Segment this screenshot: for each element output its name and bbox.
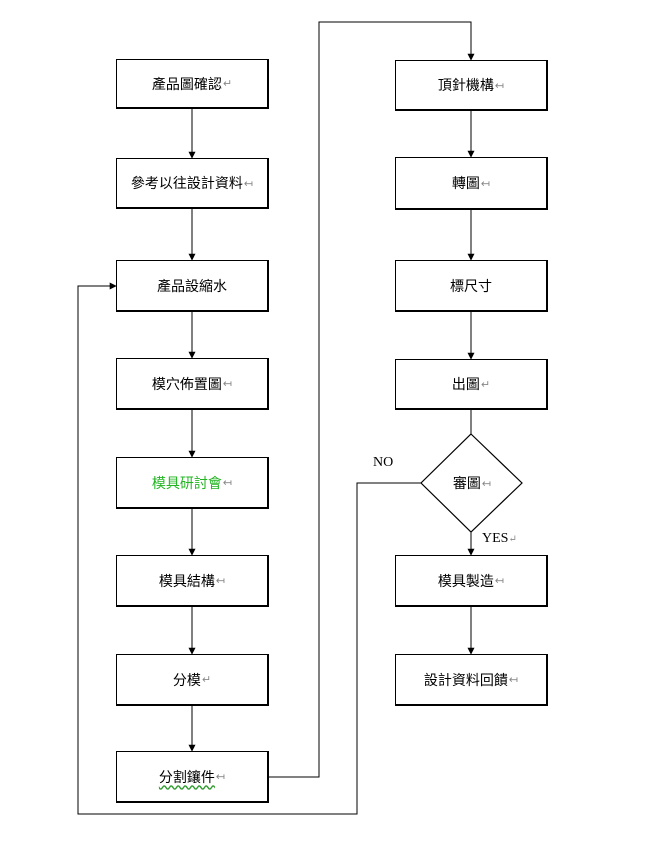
step-reference-past-design: 參考以往設計資料↤	[116, 158, 269, 209]
step-label: 出圖	[451, 377, 480, 393]
step-label: 設計資料回饋	[423, 672, 508, 689]
step-split-inserts: 分割鑲件↤	[116, 751, 269, 803]
step-mold-structure: 模具結構↤	[116, 555, 269, 607]
step-mold-review-meeting: 模具研討會↤	[116, 457, 269, 509]
paragraph-mark-icon: ↤	[480, 176, 491, 190]
step-label: 模穴佈置圖	[151, 376, 222, 393]
decision-text: 審圖	[452, 476, 481, 492]
step-label: 轉圖	[451, 176, 480, 192]
step-parting: 分模↵	[116, 654, 269, 706]
arrow-review-no-loop	[77, 282, 421, 815]
step-label: 產品設縮水	[157, 278, 227, 295]
step-label: 標尺寸	[450, 278, 492, 295]
step-mold-manufacturing: 模具製造↤	[395, 555, 548, 607]
step-label: 頂針機構	[437, 78, 494, 94]
paragraph-mark-icon: ↤	[508, 673, 519, 686]
step-label: 分割鑲件	[158, 769, 215, 786]
paragraph-mark-icon: ↤	[481, 476, 492, 490]
step-label: 模具結構	[158, 573, 215, 590]
step-label: 模具研討會	[151, 475, 222, 492]
paragraph-mark-icon: ↵	[480, 377, 491, 391]
arrow-inserts-to-ejector	[268, 21, 475, 778]
step-label: 分模	[172, 672, 201, 689]
paragraph-mark-icon: ↤	[222, 476, 233, 489]
paragraph-mark-icon: ↤	[215, 770, 226, 783]
step-label: 產品圖確認	[151, 76, 222, 93]
step-confirm-product-drawing: 產品圖確認↵	[116, 59, 269, 109]
paragraph-mark-icon: ↤	[494, 78, 505, 92]
edge-label-no: NO	[373, 455, 393, 471]
step-cavity-layout: 模穴佈置圖↤	[116, 358, 269, 410]
step-label: 參考以往設計資料	[130, 176, 243, 192]
step-dimensioning: 標尺寸	[395, 260, 548, 312]
step-design-feedback: 設計資料回饋↤	[395, 654, 548, 706]
paragraph-mark-icon: ↤	[215, 574, 226, 587]
step-ejector-mechanism: 頂針機構↤	[395, 60, 548, 111]
paragraph-mark-icon: ↵	[222, 77, 233, 90]
paragraph-mark-icon: ↵	[508, 534, 517, 545]
paragraph-mark-icon: ↤	[243, 176, 254, 190]
no-text: NO	[373, 455, 394, 470]
yes-text: YES	[482, 531, 509, 546]
step-output-drawing: 出圖↵	[395, 359, 548, 410]
step-label: 模具製造	[437, 573, 494, 590]
paragraph-mark-icon: ↤	[494, 574, 505, 587]
paragraph-mark-icon: ↤	[222, 377, 233, 390]
edge-label-yes: YES↵	[482, 531, 517, 547]
review-decision-diamond	[420, 433, 523, 533]
step-product-shrinkage: 產品設縮水	[116, 260, 269, 312]
review-decision-label: 審圖↤	[421, 468, 523, 498]
step-transfer-drawing: 轉圖↤	[395, 157, 548, 210]
paragraph-mark-icon: ↵	[201, 673, 212, 686]
